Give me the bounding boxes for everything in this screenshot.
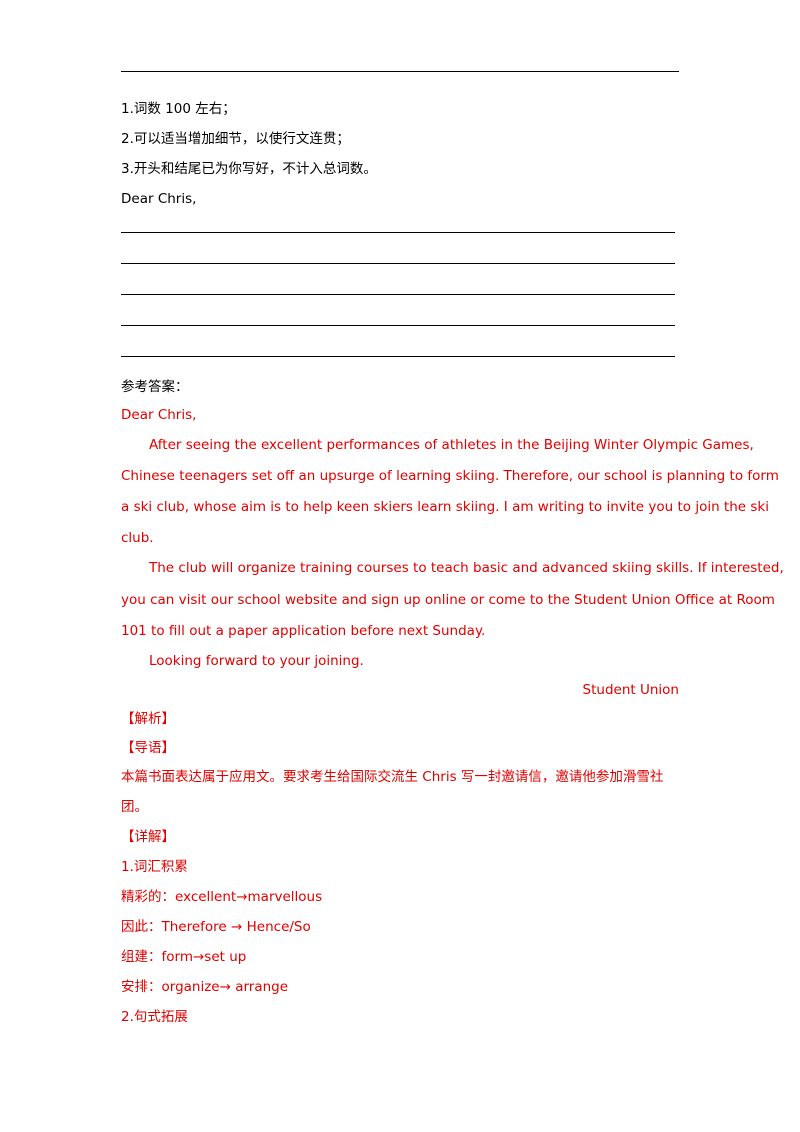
answer-p2-line-3: 101 to fill out a paper application befo… <box>121 623 486 639</box>
answer-blank-line-1[interactable] <box>121 232 675 233</box>
vocab-item-3: 组建：form→set up <box>121 949 247 965</box>
answer-blank-line-2[interactable] <box>121 263 675 264</box>
requirement-3: 3.开头和结尾已为你写好，不计入总词数。 <box>121 161 377 177</box>
section-jiexi: 【解析】 <box>121 711 175 727</box>
vocab-item-1: 精彩的：excellent→marvellous <box>121 889 323 905</box>
requirement-2: 2.可以适当增加细节，以使行文连贯； <box>121 131 350 147</box>
top-divider <box>121 71 679 72</box>
answer-p2-line-1: The club will organize training courses … <box>149 560 784 576</box>
answer-p1-line-4: club. <box>121 530 154 546</box>
answer-blank-line-4[interactable] <box>121 325 675 326</box>
sentence-title: 2.句式拓展 <box>121 1009 188 1025</box>
answer-blank-line-3[interactable] <box>121 294 675 295</box>
requirement-1: 1.词数 100 左右； <box>121 101 236 117</box>
answer-p2-line-2: you can visit our school website and sig… <box>121 592 775 608</box>
answer-blank-line-5[interactable] <box>121 356 675 357</box>
answer-p1-line-1: After seeing the excellent performances … <box>149 437 754 453</box>
vocab-title: 1.词汇积累 <box>121 859 188 875</box>
answer-signature: Student Union <box>582 682 679 698</box>
answer-salutation: Dear Chris, <box>121 407 197 423</box>
answer-p1-line-2: Chinese teenagers set off an upsurge of … <box>121 468 779 484</box>
vocab-item-2: 因此：Therefore → Hence/So <box>121 919 311 935</box>
vocab-item-4: 安排：organize→ arrange <box>121 979 289 995</box>
answer-p1-line-3: a ski club, whose aim is to help keen sk… <box>121 499 769 515</box>
answer-label: 参考答案： <box>121 379 189 395</box>
answer-p3: Looking forward to your joining. <box>149 653 364 669</box>
letter-salutation: Dear Chris, <box>121 191 197 207</box>
daoyu-line-2: 团。 <box>121 799 148 815</box>
daoyu-line-1: 本篇书面表达属于应用文。要求考生给国际交流生 Chris 写一封邀请信，邀请他参… <box>121 769 664 785</box>
section-xiangjie: 【详解】 <box>121 829 175 845</box>
section-daoyu: 【导语】 <box>121 740 175 756</box>
